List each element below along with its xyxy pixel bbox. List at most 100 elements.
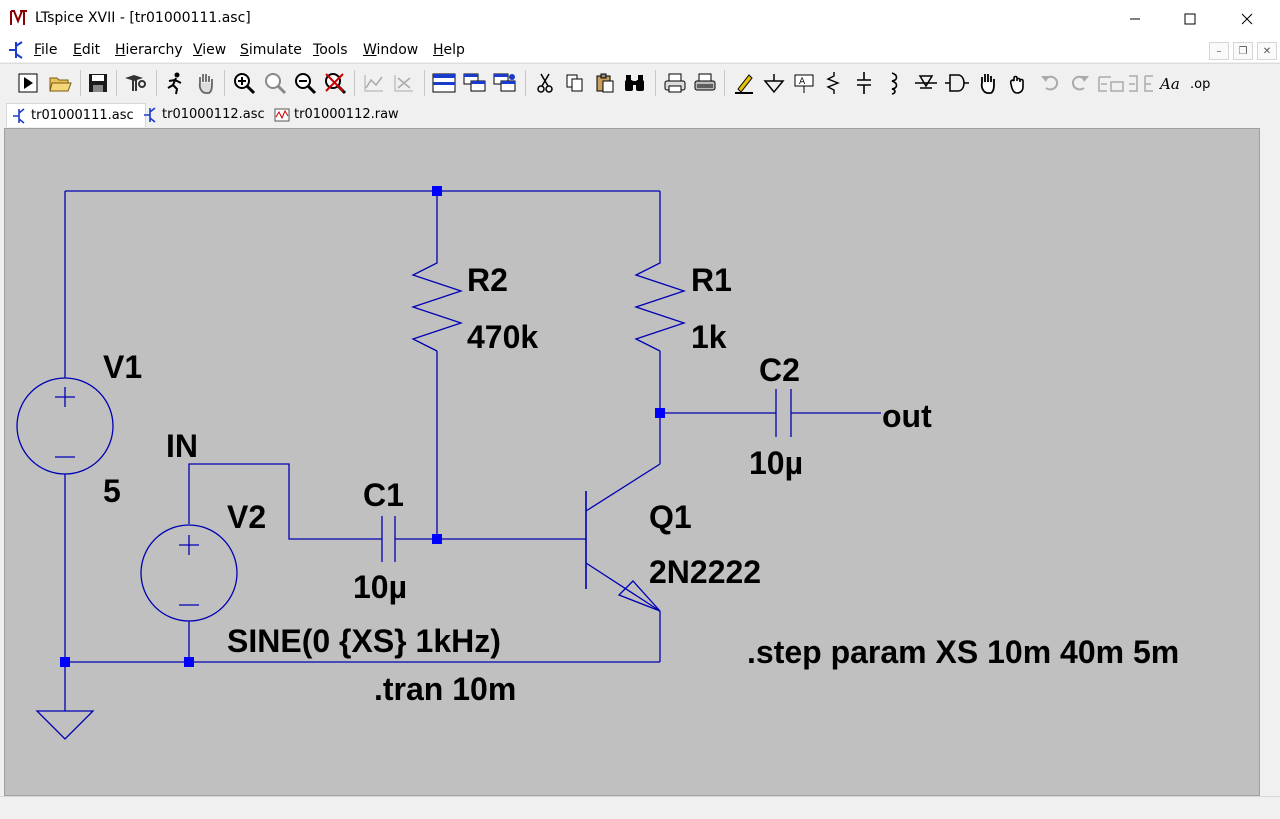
zoom-in-button[interactable] xyxy=(230,69,258,97)
component-button[interactable] xyxy=(943,69,971,97)
tab-tr01000111-asc[interactable]: tr01000111.asc xyxy=(6,103,146,127)
pan-icon xyxy=(198,74,213,94)
redo-button[interactable] xyxy=(1066,69,1094,97)
rotate-button[interactable] xyxy=(1097,69,1125,97)
minimize-button[interactable] xyxy=(1112,0,1158,38)
halt-button[interactable] xyxy=(161,69,189,97)
q1-model[interactable]: 2N2222 xyxy=(649,554,761,590)
tile-button[interactable] xyxy=(430,69,458,97)
mdi-minimize-button[interactable]: – xyxy=(1209,42,1229,60)
delete-trace-button[interactable] xyxy=(390,69,418,97)
close-icon: ✕ xyxy=(1262,45,1272,57)
zoom-fit-button[interactable] xyxy=(321,69,349,97)
pan-button[interactable] xyxy=(191,69,219,97)
net-label-in[interactable]: IN xyxy=(166,428,198,464)
control-panel-icon xyxy=(125,75,146,91)
r1-name[interactable]: R1 xyxy=(691,262,732,298)
r1-value[interactable]: 1k xyxy=(691,319,727,355)
r2-name[interactable]: R2 xyxy=(467,262,508,298)
paste-icon xyxy=(596,73,614,93)
paste-button[interactable] xyxy=(591,69,619,97)
ground-symbol[interactable] xyxy=(35,710,95,740)
diode-button[interactable] xyxy=(912,69,940,97)
control-panel-button[interactable] xyxy=(121,69,149,97)
spice-directive-button[interactable]: .op xyxy=(1189,69,1217,97)
label-net-button[interactable]: A xyxy=(790,69,818,97)
junction xyxy=(432,534,442,544)
menu-window[interactable]: Window xyxy=(363,42,419,58)
autorange-icon xyxy=(364,75,383,92)
ground-button[interactable] xyxy=(760,69,788,97)
copy-button[interactable] xyxy=(561,69,589,97)
maximize-button[interactable] xyxy=(1167,0,1213,38)
menu-simulate[interactable]: Simulate xyxy=(240,42,302,58)
wire-button[interactable] xyxy=(730,69,758,97)
inductor-button[interactable] xyxy=(880,69,908,97)
menu-hierarchy[interactable]: Hierarchy xyxy=(115,42,183,58)
undo-button[interactable] xyxy=(1036,69,1064,97)
voltage-source-v1[interactable] xyxy=(16,377,114,475)
text-button[interactable]: Aa xyxy=(1158,69,1186,97)
minimize-icon: – xyxy=(1216,45,1222,57)
tile-v-button[interactable] xyxy=(491,69,519,97)
junction xyxy=(60,657,70,667)
resistor-r2[interactable] xyxy=(410,251,464,352)
junction xyxy=(655,408,665,418)
capacitor-c1[interactable] xyxy=(379,516,396,562)
run-button[interactable] xyxy=(14,69,42,97)
tran-directive[interactable]: .tran 10m xyxy=(374,671,516,707)
minimize-icon xyxy=(1130,18,1140,20)
mdi-close-button[interactable]: ✕ xyxy=(1257,42,1277,60)
menu-help[interactable]: Help xyxy=(433,42,465,58)
resistor-button[interactable] xyxy=(820,69,848,97)
cut-button[interactable] xyxy=(531,69,559,97)
menu-file[interactable]: File xyxy=(34,42,58,58)
copy-icon xyxy=(566,74,583,92)
v1-name[interactable]: V1 xyxy=(103,349,142,385)
c2-name[interactable]: C2 xyxy=(759,352,800,388)
c1-name[interactable]: C1 xyxy=(363,477,404,513)
mirror-button[interactable] xyxy=(1127,69,1155,97)
resistor-r1[interactable] xyxy=(633,251,687,352)
tab-tr01000112-raw[interactable]: tr01000112.raw xyxy=(270,103,406,126)
step-directive[interactable]: .step param XS 10m 40m 5m xyxy=(747,634,1179,670)
open-button[interactable] xyxy=(46,69,74,97)
zoom-out-button[interactable] xyxy=(291,69,319,97)
menu-edit[interactable]: Edit xyxy=(73,42,101,58)
net-label-out[interactable]: out xyxy=(882,398,932,434)
drag-button[interactable] xyxy=(1004,69,1032,97)
rotate-icon xyxy=(1098,76,1124,92)
print-button[interactable] xyxy=(661,69,689,97)
c2-value[interactable]: 10µ xyxy=(749,445,803,481)
spice-directive-icon: .op xyxy=(1190,77,1210,92)
zoom-rubber-button[interactable] xyxy=(261,69,289,97)
print-icon xyxy=(664,73,686,93)
mirror-icon xyxy=(1129,75,1153,92)
print-setup-button[interactable] xyxy=(691,69,719,97)
c1-value[interactable]: 10µ xyxy=(353,569,407,605)
v2-value[interactable]: SINE(0 {XS} 1kHz) xyxy=(227,623,501,659)
wire-in-net[interactable] xyxy=(188,463,379,540)
v1-value[interactable]: 5 xyxy=(103,473,121,509)
autorange-button[interactable] xyxy=(360,69,388,97)
save-button[interactable] xyxy=(84,69,112,97)
tab-tr01000112-asc[interactable]: tr01000112.asc xyxy=(138,103,274,126)
svg-text:A: A xyxy=(799,77,806,87)
schematic-canvas[interactable]: V1 5 IN V2 SINE(0 {XS} 1kHz) C1 10µ R2 4… xyxy=(4,128,1260,796)
move-button[interactable] xyxy=(974,69,1002,97)
capacitor-button[interactable] xyxy=(850,69,878,97)
q1-name[interactable]: Q1 xyxy=(649,499,692,535)
transistor-q1[interactable] xyxy=(585,463,661,612)
mdi-restore-button[interactable]: ❐ xyxy=(1233,42,1253,60)
v2-name[interactable]: V2 xyxy=(227,499,266,535)
r2-value[interactable]: 470k xyxy=(467,319,538,355)
find-icon xyxy=(625,75,644,91)
close-button[interactable] xyxy=(1224,0,1270,38)
menu-view[interactable]: View xyxy=(193,42,227,58)
capacitor-c2[interactable] xyxy=(775,389,792,437)
document-tab-bar: tr01000111.asc tr01000112.asc tr01000112… xyxy=(0,100,1280,128)
cascade-button[interactable] xyxy=(461,69,489,97)
menu-tools[interactable]: Tools xyxy=(313,42,348,58)
voltage-source-v2[interactable] xyxy=(140,524,238,622)
find-button[interactable] xyxy=(621,69,649,97)
